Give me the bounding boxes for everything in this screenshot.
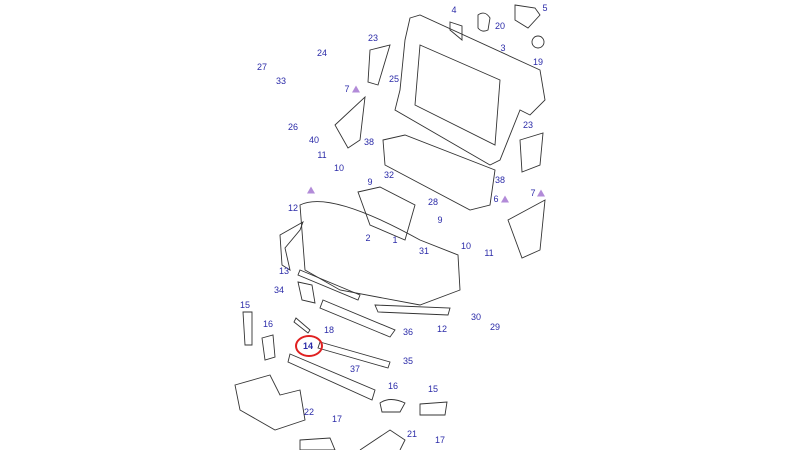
panel-21 [359, 429, 406, 450]
callout[interactable]: 23 [522, 120, 534, 130]
callout[interactable]: 16 [262, 319, 274, 329]
callout[interactable]: 38 [363, 137, 375, 147]
callout[interactable]: 26 [287, 122, 299, 132]
note-triangle-icon [307, 186, 315, 194]
air-duct-5 [514, 4, 541, 29]
callout[interactable]: 2 [365, 233, 371, 243]
callout[interactable]: 31 [418, 246, 430, 256]
upper-bracket-4 [449, 21, 463, 41]
callout[interactable]: 7 [344, 84, 350, 94]
side-trim-12 [279, 220, 304, 271]
plate-lower [299, 437, 336, 450]
bracket-7-right [507, 199, 546, 259]
callout[interactable]: 21 [406, 429, 418, 439]
cap-19 [531, 35, 545, 49]
callout[interactable]: 5 [542, 3, 548, 13]
callout[interactable]: 11 [484, 248, 494, 258]
callout[interactable]: 22 [303, 407, 315, 417]
callout[interactable]: 1 [392, 235, 398, 245]
callout[interactable]: 11 [317, 150, 327, 160]
bracket-23-right [519, 132, 544, 173]
grille-36 [319, 299, 396, 338]
callout[interactable]: 17 [331, 414, 343, 424]
callout[interactable]: 9 [367, 177, 373, 187]
radiator-support [394, 14, 546, 166]
cover-15-left [242, 311, 253, 346]
callout[interactable]: 15 [239, 300, 251, 310]
callout-highlighted[interactable]: 14 [302, 341, 314, 351]
bracket-23-left [367, 44, 391, 86]
callout[interactable]: 3 [500, 43, 506, 53]
callout[interactable]: 36 [402, 327, 414, 337]
note-triangle-icon [537, 189, 545, 197]
skirt-22 [234, 374, 306, 431]
callout[interactable]: 19 [532, 57, 544, 67]
callout[interactable]: 10 [333, 163, 345, 173]
callout[interactable]: 29 [489, 322, 501, 332]
callout[interactable]: 12 [436, 324, 448, 334]
callout[interactable]: 20 [494, 21, 506, 31]
callout[interactable]: 38 [494, 175, 506, 185]
trim-12-lower [374, 304, 451, 316]
callout[interactable]: 12 [287, 203, 299, 213]
callout[interactable]: 40 [308, 135, 320, 145]
callout[interactable]: 30 [470, 312, 482, 322]
callout[interactable]: 16 [387, 381, 399, 391]
callout[interactable]: 10 [460, 241, 472, 251]
trim-18 [293, 317, 311, 334]
bracket-34 [297, 281, 316, 304]
fog-15 [419, 401, 448, 416]
callout[interactable]: 15 [427, 384, 439, 394]
callout[interactable]: 7 [530, 188, 536, 198]
callout[interactable]: 34 [273, 285, 285, 295]
callout[interactable]: 18 [323, 325, 335, 335]
callout[interactable]: 9 [437, 215, 443, 225]
callout[interactable]: 33 [275, 76, 287, 86]
callout[interactable]: 6 [493, 194, 499, 204]
callout[interactable]: 13 [278, 266, 290, 276]
callout[interactable]: 4 [451, 5, 457, 15]
note-triangle-icon [352, 85, 360, 93]
absorber-6 [382, 134, 496, 211]
cover-16-left [261, 334, 276, 361]
fog-16 [379, 399, 406, 413]
callout[interactable]: 27 [256, 62, 268, 72]
callout[interactable]: 25 [388, 74, 400, 84]
note-triangle-icon [501, 195, 509, 203]
grille-14-37 [287, 353, 376, 401]
callout[interactable]: 37 [349, 364, 361, 374]
grille-1 [357, 186, 416, 241]
callout[interactable]: 32 [383, 170, 395, 180]
seal-20 [477, 12, 491, 32]
callout[interactable]: 24 [316, 48, 328, 58]
callout[interactable]: 35 [402, 356, 414, 366]
bracket-7-left [334, 95, 366, 149]
callout[interactable]: 17 [434, 435, 446, 445]
strip-13 [297, 269, 361, 301]
highlight-circle [295, 335, 323, 357]
callout[interactable]: 28 [427, 197, 439, 207]
bumper-cover [299, 201, 461, 306]
callout[interactable]: 23 [367, 33, 379, 43]
